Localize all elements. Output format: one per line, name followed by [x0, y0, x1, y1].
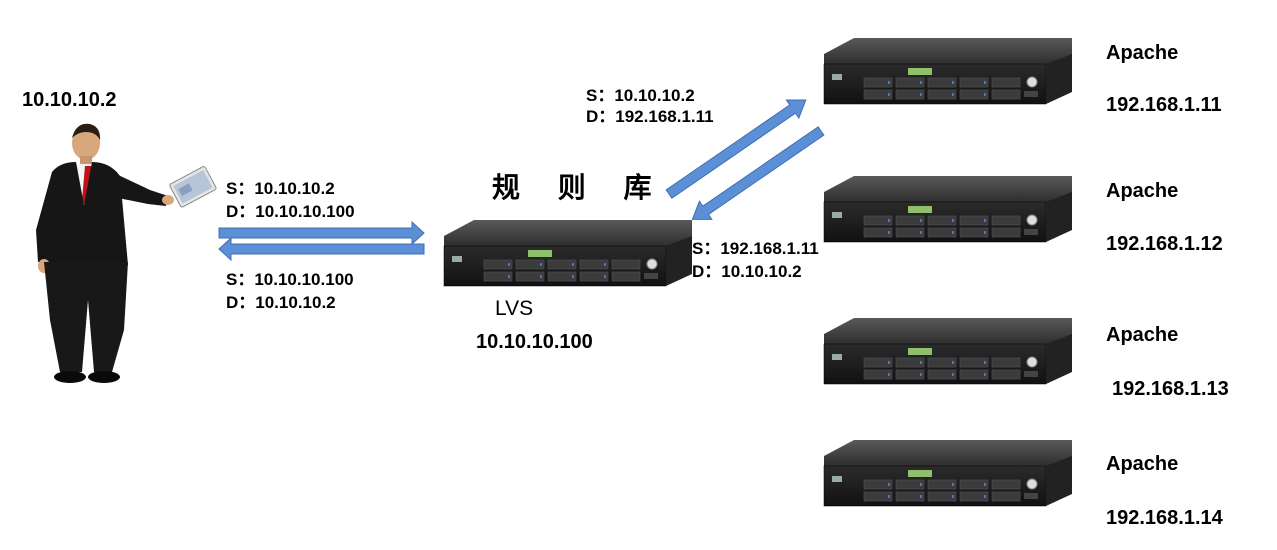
backend-ip-2: 192.168.1.12 [1106, 233, 1223, 255]
lvs-server-icon [443, 219, 693, 287]
backend-ip-1: 192.168.1.11 [1106, 94, 1222, 116]
arrow-client-to-lvs [218, 220, 425, 246]
lvs-name-label: LVS [495, 297, 534, 320]
client-ip-label: 10.10.10.2 [22, 89, 117, 111]
backend-name-1: Apache [1106, 42, 1179, 64]
backend-server-icon-4 [823, 439, 1073, 507]
backend-to-lvs-src: S：192.168.1.11 [692, 239, 819, 258]
backend-server-icon-2 [823, 175, 1073, 243]
backend-to-lvs-dst: D：10.10.10.2 [692, 262, 802, 281]
arrow-lvs-to-client [218, 236, 425, 262]
rule-base-label: 规 则 库 [492, 171, 666, 204]
backend-name-4: Apache [1106, 453, 1179, 475]
arrow-backend-to-lvs [691, 126, 825, 220]
lvs-ip-label: 10.10.10.100 [476, 331, 593, 353]
backend-server-icon-1 [823, 37, 1073, 105]
client-to-lvs-src: S：10.10.10.2 [226, 179, 335, 198]
lvs-to-backend-src: S：10.10.10.2 [586, 86, 695, 105]
lvs-to-client-src: S：10.10.10.100 [226, 270, 354, 289]
backend-ip-3: 192.168.1.13 [1112, 378, 1229, 400]
backend-name-3: Apache [1106, 324, 1179, 346]
backend-server-icon-3 [823, 317, 1073, 385]
arrow-lvs-to-backend [665, 99, 807, 199]
client-to-lvs-dst: D：10.10.10.100 [226, 202, 355, 221]
backend-ip-4: 192.168.1.14 [1106, 507, 1223, 529]
lvs-to-client-dst: D：10.10.10.2 [226, 293, 336, 312]
lvs-to-backend-dst: D：192.168.1.11 [586, 107, 714, 126]
backend-name-2: Apache [1106, 180, 1179, 202]
